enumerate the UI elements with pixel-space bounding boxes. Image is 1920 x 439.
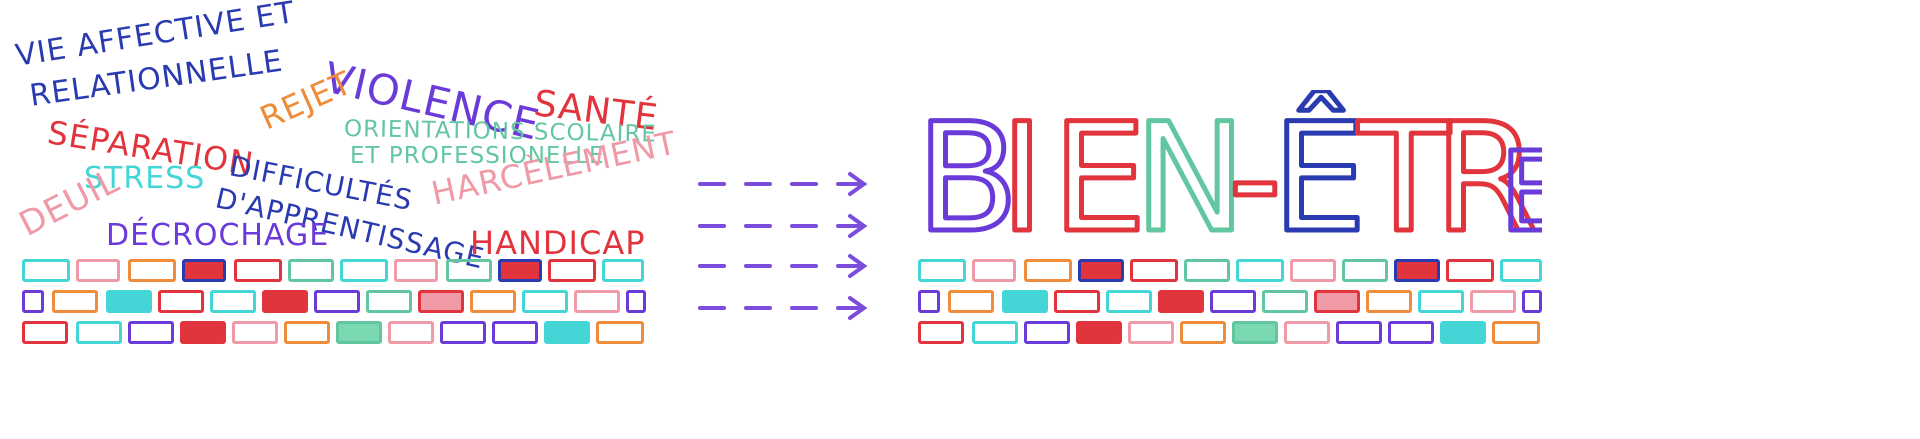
brick xyxy=(918,259,966,282)
dashed-arrow-icon xyxy=(698,296,868,320)
word-orientations-line2: ET PROFESSIONELLE xyxy=(350,143,605,169)
brick xyxy=(128,321,174,344)
brick xyxy=(1366,290,1412,313)
brick xyxy=(1284,321,1330,344)
brick xyxy=(1106,290,1152,313)
brick xyxy=(1054,290,1100,313)
brick xyxy=(1522,290,1542,313)
brick xyxy=(158,290,204,313)
brick xyxy=(522,290,568,313)
dashed-arrow-icon xyxy=(698,172,868,196)
brick xyxy=(22,259,70,282)
word-stress: STRESS xyxy=(84,161,206,196)
brick xyxy=(284,321,330,344)
brick xyxy=(440,321,486,344)
brick xyxy=(1180,321,1226,344)
brick xyxy=(1076,321,1122,344)
title-letter-dash: - xyxy=(1228,92,1282,250)
brick xyxy=(446,259,492,282)
brick xyxy=(340,259,388,282)
brick xyxy=(1342,259,1388,282)
bien-etre-title: B I E N - Ê T R E xyxy=(914,90,1543,250)
brick xyxy=(1500,259,1542,282)
brick xyxy=(288,259,334,282)
brick xyxy=(388,321,434,344)
brick xyxy=(548,259,596,282)
title-letter-e-circumflex: Ê xyxy=(1272,91,1367,250)
brick xyxy=(22,290,44,313)
brick xyxy=(76,259,120,282)
dashed-arrow-icon xyxy=(698,214,868,238)
brick xyxy=(180,321,226,344)
brick xyxy=(1314,290,1360,313)
brick xyxy=(314,290,360,313)
brick xyxy=(1130,259,1178,282)
word-decrochage: DÉCROCHAGE xyxy=(106,218,330,253)
title-letter-r: R xyxy=(1434,92,1538,250)
brick xyxy=(1024,321,1070,344)
title-letter-n: N xyxy=(1134,92,1246,250)
brick xyxy=(1394,259,1440,282)
title-letter-e2: E xyxy=(1500,128,1542,250)
brick xyxy=(1290,259,1336,282)
brick xyxy=(544,321,590,344)
brick xyxy=(918,290,940,313)
brick xyxy=(1418,290,1464,313)
brick xyxy=(1388,321,1434,344)
brick xyxy=(626,290,646,313)
brick xyxy=(1236,259,1284,282)
brick xyxy=(1210,290,1256,313)
brick xyxy=(1002,290,1048,313)
brick xyxy=(972,259,1016,282)
brick xyxy=(262,290,308,313)
brick xyxy=(1024,259,1072,282)
brick xyxy=(1078,259,1124,282)
brick xyxy=(972,321,1018,344)
brick xyxy=(602,259,644,282)
brick xyxy=(1158,290,1204,313)
brick xyxy=(1232,321,1278,344)
brick xyxy=(1262,290,1308,313)
brick xyxy=(596,321,644,344)
title-letter-e1: E xyxy=(1052,92,1147,250)
brick xyxy=(1492,321,1540,344)
word-handicap: HANDICAP xyxy=(470,224,646,262)
title-letter-b: B xyxy=(916,92,1019,250)
dashed-arrow-icon xyxy=(698,254,868,278)
brick xyxy=(232,321,278,344)
brick xyxy=(918,321,964,344)
title-letter-t: T xyxy=(1357,92,1451,250)
brick xyxy=(366,290,412,313)
brick xyxy=(106,290,152,313)
brick xyxy=(470,290,516,313)
brick xyxy=(22,321,68,344)
brick xyxy=(1184,259,1230,282)
brick xyxy=(182,259,226,282)
brick xyxy=(1440,321,1486,344)
brick xyxy=(76,321,122,344)
brick xyxy=(418,290,464,313)
brick xyxy=(498,259,542,282)
brick xyxy=(1446,259,1494,282)
brick xyxy=(128,259,176,282)
brick xyxy=(336,321,382,344)
brick xyxy=(52,290,98,313)
brick xyxy=(1128,321,1174,344)
brick xyxy=(1470,290,1516,313)
brick xyxy=(234,259,282,282)
brick xyxy=(394,259,438,282)
brick xyxy=(210,290,256,313)
brick xyxy=(574,290,620,313)
brick xyxy=(948,290,994,313)
brick xyxy=(492,321,538,344)
brick xyxy=(1336,321,1382,344)
title-letter-i: I xyxy=(1000,92,1044,250)
arrow-group xyxy=(698,172,868,320)
